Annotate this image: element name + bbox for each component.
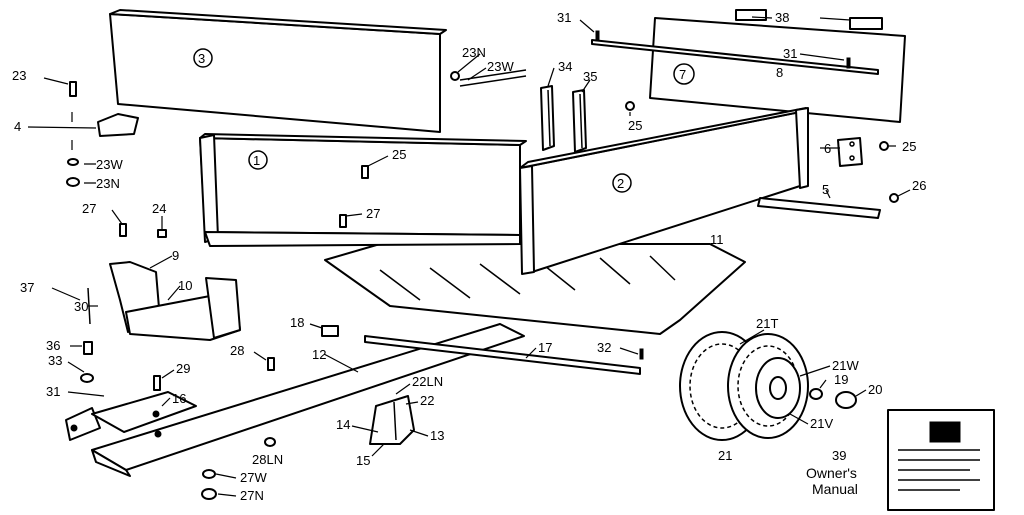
callout-11: 11 [710, 232, 724, 247]
callout-17: 17 [538, 340, 552, 355]
callout-13: 13 [430, 428, 444, 443]
callout-23w-left: 23W [96, 157, 123, 172]
callout-31-bottom: 31 [46, 384, 60, 399]
callout-6: 6 [824, 141, 831, 156]
bracket-4 [97, 113, 139, 137]
axle-17 [364, 335, 641, 375]
hitch-16 [65, 391, 197, 441]
callout-22: 22 [420, 393, 434, 408]
callout-29: 29 [176, 361, 190, 376]
callout-25-b: 25 [392, 147, 406, 162]
callout-21v: 21V [810, 416, 833, 431]
callout-10: 10 [178, 278, 192, 293]
callout-19: 19 [834, 372, 848, 387]
callout-5: 5 [822, 182, 829, 197]
rod-8 [591, 39, 879, 75]
callout-23w-top: 23W [487, 59, 514, 74]
callout-35: 35 [583, 69, 597, 84]
callout-2: 2 [617, 176, 624, 191]
callout-26: 26 [912, 178, 926, 193]
callout-38: 38 [775, 10, 789, 25]
tongue-12 [91, 323, 525, 477]
callout-20: 20 [868, 382, 882, 397]
channel-35 [572, 89, 587, 153]
bracket-13-15 [369, 395, 415, 445]
bed-1 [199, 133, 527, 247]
callout-8: 8 [776, 65, 783, 80]
bed-2 [519, 107, 809, 275]
bracket-6 [837, 137, 863, 167]
callout-7: 7 [679, 67, 686, 82]
callout-27-b: 27 [366, 206, 380, 221]
panel-7 [649, 9, 906, 123]
callout-22ln: 22LN [412, 374, 443, 389]
callout-15: 15 [356, 453, 370, 468]
callout-16: 16 [172, 391, 186, 406]
channel-34 [540, 85, 555, 151]
callout-24: 24 [152, 201, 166, 216]
callout-34: 34 [558, 59, 572, 74]
callouts: 3 1 2 7 23 4 23W 23N 23N 23W 34 35 25 25… [12, 10, 926, 503]
callout-28ln: 28LN [252, 452, 283, 467]
callout-33: 33 [48, 353, 62, 368]
pin-31-top [595, 30, 600, 42]
callout-27w: 27W [240, 470, 267, 485]
owners-manual-line2: Manual [812, 481, 858, 497]
callout-9: 9 [172, 248, 179, 263]
callout-21w: 21W [832, 358, 859, 373]
callout-37: 37 [20, 280, 34, 295]
callout-23: 23 [12, 68, 26, 83]
bracket-10 [125, 277, 241, 341]
hardware [66, 71, 899, 500]
callout-23n-left: 23N [96, 176, 120, 191]
pin-31-right [846, 57, 851, 69]
callout-14: 14 [336, 417, 350, 432]
owners-manual-line1: Owner's [806, 465, 857, 481]
owners-manual-39 [887, 409, 995, 511]
callout-36: 36 [46, 338, 60, 353]
bar-5 [757, 197, 881, 219]
callout-31-top: 31 [557, 10, 571, 25]
callout-32: 32 [597, 340, 611, 355]
callout-3: 3 [198, 51, 205, 66]
panel-3 [109, 9, 447, 133]
callout-23n-top: 23N [462, 45, 486, 60]
callout-31-right: 31 [783, 46, 797, 61]
callout-25-a: 25 [628, 118, 642, 133]
callout-39: 39 [832, 448, 846, 463]
callout-1: 1 [253, 153, 260, 168]
wheel-21 [679, 331, 857, 441]
callout-27n: 27N [240, 488, 264, 503]
callout-25-c: 25 [902, 139, 916, 154]
callout-30: 30 [74, 299, 88, 314]
callout-18: 18 [290, 315, 304, 330]
callout-4: 4 [14, 119, 21, 134]
callout-12: 12 [312, 347, 326, 362]
callout-28: 28 [230, 343, 244, 358]
callout-21t: 21T [756, 316, 778, 331]
callout-21: 21 [718, 448, 732, 463]
leader-lines [27, 16, 911, 497]
callout-27: 27 [82, 201, 96, 216]
